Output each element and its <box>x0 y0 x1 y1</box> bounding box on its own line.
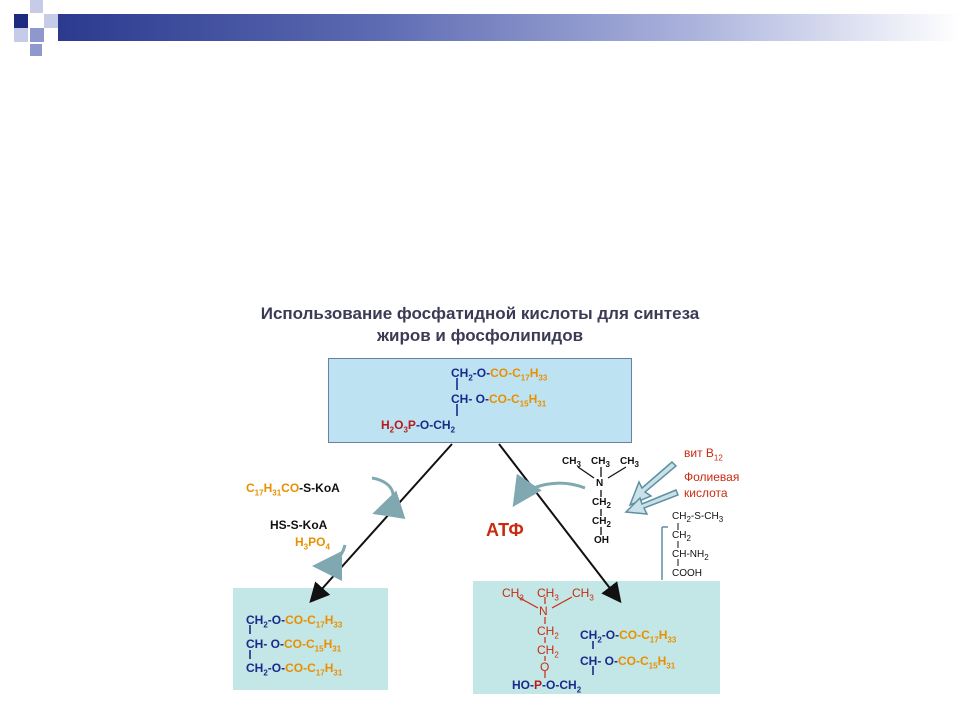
phosphatidylcholine-box <box>473 581 720 694</box>
folic-acid-line2: кислота <box>684 486 728 500</box>
arrow-to-triglyceride <box>309 443 453 603</box>
top-row3: H2O3P-O-CH2 <box>381 418 456 435</box>
pc-row2: CH- O-CO-C15H31 <box>580 654 676 671</box>
atp-label: АТФ <box>486 520 524 540</box>
top-row2: CH- O-CO-C15H31 <box>451 392 547 409</box>
bottom-right-bonds-choline <box>517 596 573 678</box>
top-row1: CH2-O-CO-C17H33 <box>451 366 548 383</box>
choline-bonds <box>577 466 627 535</box>
diagram-title-line1: Использование фосфатидной кислоты для си… <box>260 304 700 323</box>
tg-row3: CH2-O-CO-C17H31 <box>246 661 343 678</box>
acyl-coa: C17H31CO-S-KoA <box>246 481 340 498</box>
pc-phosphate-row: HO-P-O-CH2 <box>512 678 582 695</box>
vitamin-arrows <box>624 460 679 515</box>
tg-row2: CH- O-CO-C15H31 <box>246 637 342 654</box>
pc-row1: CH2-O-CO-C17H33 <box>580 628 677 645</box>
folic-acid-line1: Фолиевая <box>684 470 740 484</box>
methionine-bracket <box>661 526 668 580</box>
h3po4-curve-arrow <box>312 544 347 581</box>
hs-s-koa: HS-S-KoA <box>270 518 328 532</box>
atf-curve-arrow <box>512 473 586 507</box>
phosphoric-acid: H3PO4 <box>295 535 330 552</box>
diagram-title-line2: жиров и фосфолипидов <box>376 326 584 345</box>
tg-row1: CH2-O-CO-C17H33 <box>246 613 343 630</box>
acyl-coa-curve-arrow <box>371 476 406 519</box>
vitamin-b12-label: вит B12 <box>684 446 723 463</box>
phosphatidic-acid-box <box>328 358 632 443</box>
triglyceride-box <box>233 588 388 690</box>
header-gradient-bar <box>58 14 960 41</box>
arrow-to-phosphatidylcholine <box>498 443 622 604</box>
